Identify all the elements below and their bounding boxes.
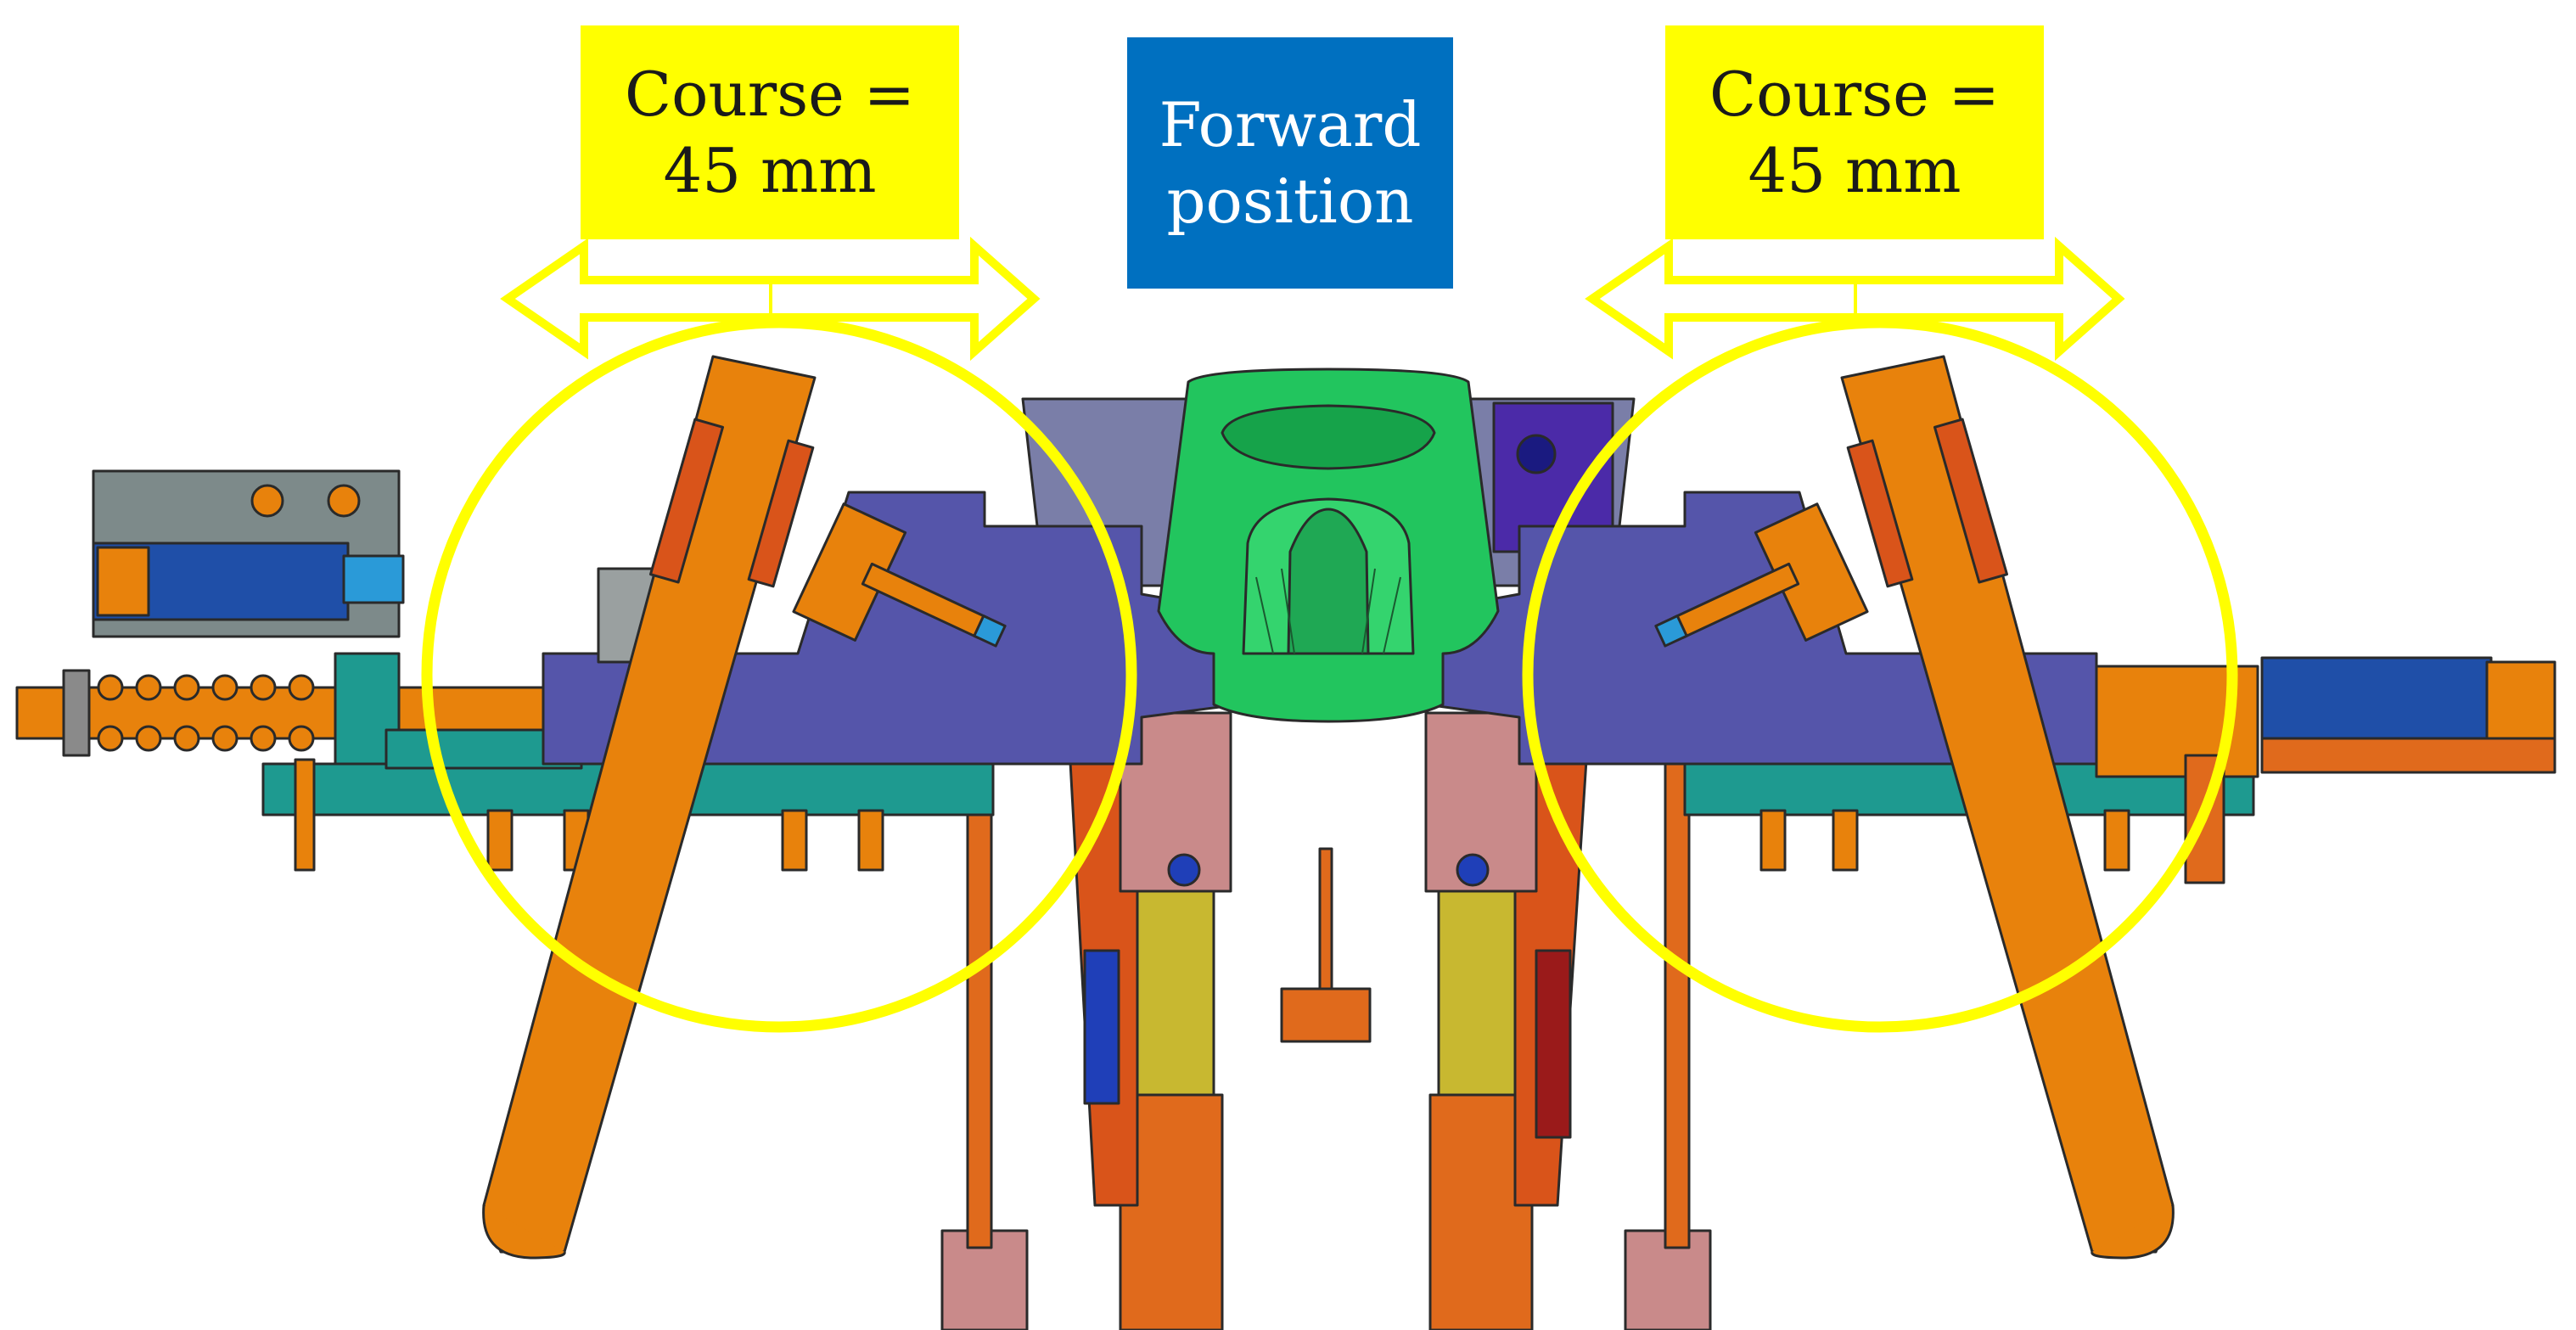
center-green-part [1157,368,1500,723]
left-actuator-tip [342,554,405,604]
course-left-label: Course = 45 mm [581,25,959,239]
right-angle-pin-assembly [1654,502,1869,648]
left-housing-bolt-1 [250,484,284,518]
right-blue-pin [1456,853,1490,887]
center-green-opening [1221,404,1436,470]
left-housing-bolt-2 [327,484,361,518]
left-blue-insert [1083,949,1120,1105]
center-ejector-pin [1318,847,1333,1003]
forward-line1: Forward [1159,89,1422,160]
course-right-line2: 45 mm [1748,135,1961,206]
double-arrow-right-icon [1585,236,2125,362]
center-green-ribs [1255,568,1401,654]
right-dark-red-insert [1535,949,1572,1139]
circle-highlight-left-icon [421,317,1137,1033]
left-angle-pin-assembly [792,502,1007,648]
double-arrow-left-icon [500,236,1041,362]
right-blue-actuator [2260,656,2493,740]
course-left-line1: Course = [625,59,915,130]
left-spring-coils [97,674,315,752]
forward-position-label: Forward position [1127,37,1453,289]
left-slider-arm [482,355,817,1260]
right-purple-slide-plate [1424,491,2098,766]
right-slider-arm [1840,355,2175,1260]
left-slider-insert [648,418,725,584]
right-dark-purple-hole [1516,434,1557,474]
left-rod-cap [62,669,91,757]
mold-assembly [15,355,2556,1330]
forward-line2: position [1166,166,1414,237]
right-actuator-cap [2485,660,2556,740]
circle-highlight-right-icon [1522,317,2238,1033]
course-right-label: Course = 45 mm [1665,25,2044,239]
right-actuator-base [2260,737,2556,774]
left-actuator-end [96,546,150,617]
center-ejector-head [1280,987,1372,1043]
course-right-line1: Course = [1709,59,2000,130]
left-blue-pin [1167,853,1201,887]
course-left-line2: 45 mm [663,135,877,206]
